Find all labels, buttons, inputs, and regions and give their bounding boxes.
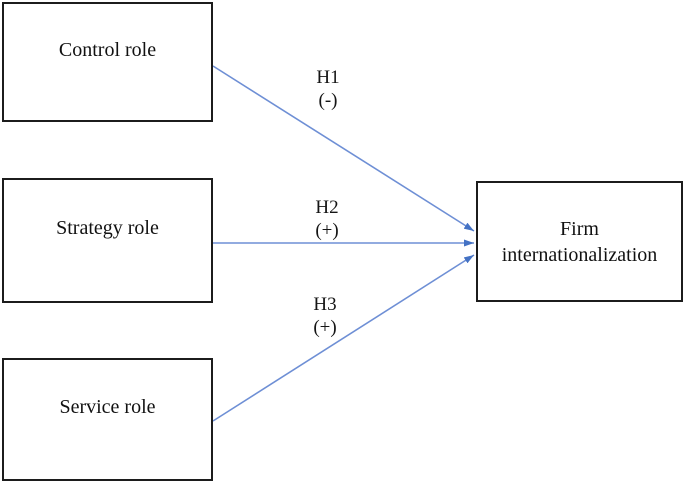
node-service-role: Service role <box>2 358 213 481</box>
edge-label-h3-code: H3 <box>313 294 337 315</box>
edge-label-h1-code: H1 <box>316 67 340 88</box>
edge-label-h3: H3 (+) <box>280 293 370 339</box>
edge-label-h3-sign: (+) <box>313 317 337 338</box>
edge-label-h2-code: H2 <box>315 197 339 218</box>
node-strategy-role: Strategy role <box>2 178 213 303</box>
edge-label-h2: H2 (+) <box>282 196 372 242</box>
node-firm-internationalization-label: Firm internationalization <box>501 217 658 266</box>
edge-label-h2-sign: (+) <box>315 220 339 241</box>
node-control-role-label: Control role <box>58 38 157 61</box>
node-control-role: Control role <box>2 2 213 122</box>
node-strategy-role-label: Strategy role <box>56 217 159 239</box>
edge-label-h1-sign: (-) <box>318 90 338 111</box>
edge-label-h1: H1 (-) <box>283 66 373 112</box>
node-firm-internationalization: Firm internationalization <box>476 181 683 302</box>
node-service-role-label: Service role <box>59 396 156 418</box>
